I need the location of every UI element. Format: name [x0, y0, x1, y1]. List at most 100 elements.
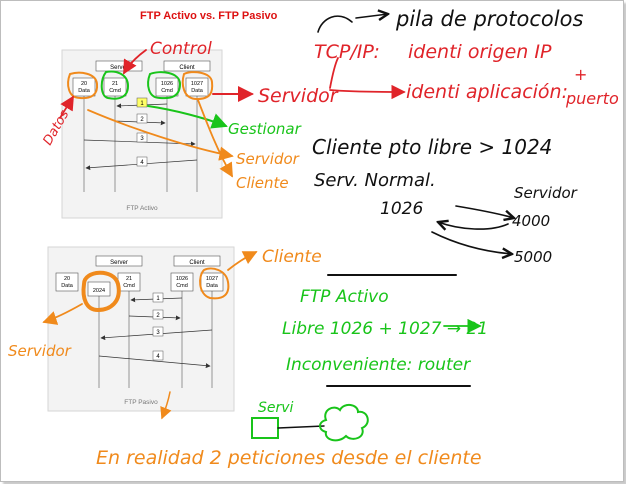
- step-label: 4: [156, 354, 160, 360]
- server-box: [95, 60, 143, 72]
- server-box-sketch: [251, 417, 279, 439]
- port-number: 21: [112, 81, 118, 87]
- red-arrow-datos: [59, 95, 74, 119]
- page-title: FTP Activo vs. FTP Pasivo: [140, 10, 278, 22]
- black-curve: [317, 15, 353, 33]
- port-box-20: [55, 272, 79, 292]
- server-box: [95, 255, 143, 267]
- note-cliente-orange-right: Cliente: [262, 247, 322, 267]
- client-box: [163, 60, 211, 72]
- black-arrow-4000-1026: [438, 222, 509, 229]
- message-arrow-4: [98, 355, 211, 369]
- link-line: [277, 425, 325, 429]
- orange-arrow-servidor-left: [42, 303, 83, 325]
- port-number: 20: [64, 276, 70, 282]
- port-name: Cmd: [161, 88, 173, 94]
- note-inconveniente: Inconveniente: router: [286, 355, 471, 375]
- diagram-passive-panel: [47, 246, 235, 412]
- note-cliente-pto: Cliente pto libre > 1024: [312, 135, 552, 159]
- step-label: 1: [140, 101, 144, 107]
- port-name: Data: [191, 88, 204, 94]
- note-libre: Libre 1026 + 1027 → 21: [282, 319, 488, 339]
- handwritten-text: Control Datos Servidor Gestionar Servido…: [8, 7, 619, 469]
- client-label: Client: [189, 260, 205, 266]
- note-pila: pila de protocolos: [395, 7, 583, 31]
- diagram-caption: FTP Activo: [126, 205, 158, 212]
- client-label: Client: [179, 65, 195, 71]
- black-arrow-pila: [355, 14, 388, 18]
- green-circle-21: [100, 70, 129, 100]
- server-label: Server: [110, 65, 128, 71]
- green-circle-1026: [147, 71, 181, 100]
- red-arrow-aplicacion: [329, 84, 406, 100]
- red-arrow-control: [123, 49, 147, 75]
- note-servidor-orange-left: Servidor: [8, 342, 72, 360]
- step-label: 4: [140, 160, 144, 166]
- red-stroke-up: [329, 57, 339, 89]
- step-label: 1: [156, 296, 160, 302]
- orange-arrow-down: [160, 391, 172, 420]
- port-name: Cmd: [176, 283, 188, 289]
- orange-arrow-cliente-right: [227, 251, 258, 271]
- note-identi-origen: identi origen IP: [408, 41, 552, 63]
- port-number: 2024: [93, 288, 105, 294]
- step-badge-3: [136, 132, 148, 143]
- orange-circle-20: [67, 71, 99, 100]
- step-label: 3: [156, 330, 160, 336]
- note-plus: +: [574, 65, 587, 84]
- step-label: 2: [156, 313, 160, 319]
- port-number: 21: [126, 276, 132, 282]
- step-badge-1: [152, 292, 164, 303]
- step-badge-3: [152, 326, 164, 337]
- port-name: Cmd: [109, 88, 121, 94]
- orange-circle-1027-passive: [199, 267, 230, 300]
- note-puerto: puerto: [565, 89, 619, 108]
- note-bottom: En realidad 2 peticiones desde el client…: [96, 447, 482, 469]
- note-servi: Servi: [258, 400, 294, 416]
- annotations-active: [59, 14, 406, 178]
- port-number: 20: [81, 81, 87, 87]
- note-control: Control: [150, 39, 212, 59]
- step-badge-2: [152, 309, 164, 320]
- green-arrow-gestionar: [147, 105, 228, 129]
- step-label: 3: [140, 136, 144, 142]
- orange-circle-2024: [81, 270, 121, 312]
- orange-circle-1027: [181, 71, 214, 100]
- orange-arrow-cliente: [197, 99, 233, 178]
- note-identi-aplicacion: identi aplicación:: [406, 81, 568, 103]
- black-arrow-1026-5000: [431, 231, 512, 254]
- note-4000: 4000: [512, 212, 550, 230]
- note-servidor-orange: Servidor: [236, 150, 300, 168]
- note-ftp-activo: FTP Activo: [300, 287, 389, 307]
- note-servidor-black: Servidor: [514, 184, 578, 202]
- port-name: Data: [61, 283, 74, 289]
- note-servidor-red: Servidor: [258, 85, 339, 107]
- note-5000: 5000: [514, 248, 552, 266]
- step-badge-4: [136, 156, 148, 167]
- orange-arrow-servidor: [87, 109, 234, 161]
- step-label: 2: [140, 117, 144, 123]
- step-badge-4: [152, 350, 164, 361]
- port-number: 1027: [206, 276, 218, 282]
- note-cliente-orange: Cliente: [236, 174, 289, 192]
- step-badge-1: [136, 97, 148, 108]
- server-label: Server: [110, 260, 128, 266]
- note-tcpip: TCP/IP:: [314, 41, 380, 63]
- port-number: 1027: [191, 81, 203, 87]
- port-name: Data: [78, 88, 91, 94]
- client-box: [173, 255, 221, 267]
- note-serv-normal: Serv. Normal.: [314, 170, 436, 191]
- diagram-active: Server Client 20 Data 21 Cmd 1026 Cmd 10…: [61, 49, 223, 219]
- port-number: 1026: [161, 81, 173, 87]
- port-name: Cmd: [123, 283, 135, 289]
- diagram-caption: FTP Pasivo: [124, 399, 158, 406]
- cloud-icon: [319, 404, 369, 442]
- right-notes-shapes: [251, 205, 514, 442]
- port-number: 1026: [176, 276, 188, 282]
- note-1026: 1026: [380, 199, 423, 219]
- annotations-passive: [42, 251, 258, 420]
- port-name: Data: [206, 283, 219, 289]
- diagram-passive: Server Client 20 Data 2024 21 Cmd 1026 C…: [47, 246, 235, 412]
